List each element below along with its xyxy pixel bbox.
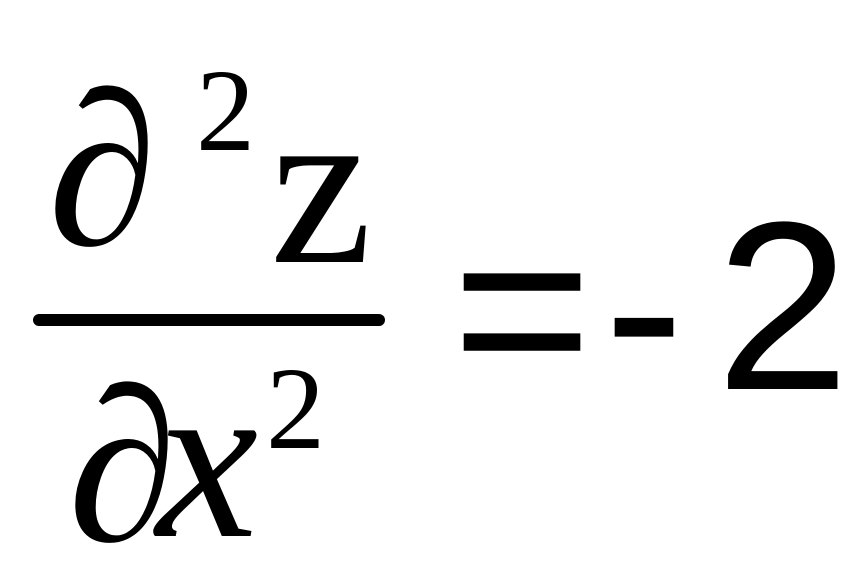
denominator-partial-symbol: ∂ — [68, 344, 177, 588]
equals-sign: = — [452, 174, 593, 442]
fraction-bar — [33, 314, 385, 326]
denominator-variable: x — [156, 331, 259, 586]
result-value: 2 — [716, 172, 850, 440]
minus-sign: - — [604, 174, 684, 442]
numerator-variable: z — [270, 57, 373, 312]
numerator-order-superscript: 2 — [196, 45, 255, 176]
denominator-order-superscript: 2 — [266, 343, 325, 474]
numerator-partial-symbol: ∂ — [48, 48, 157, 292]
